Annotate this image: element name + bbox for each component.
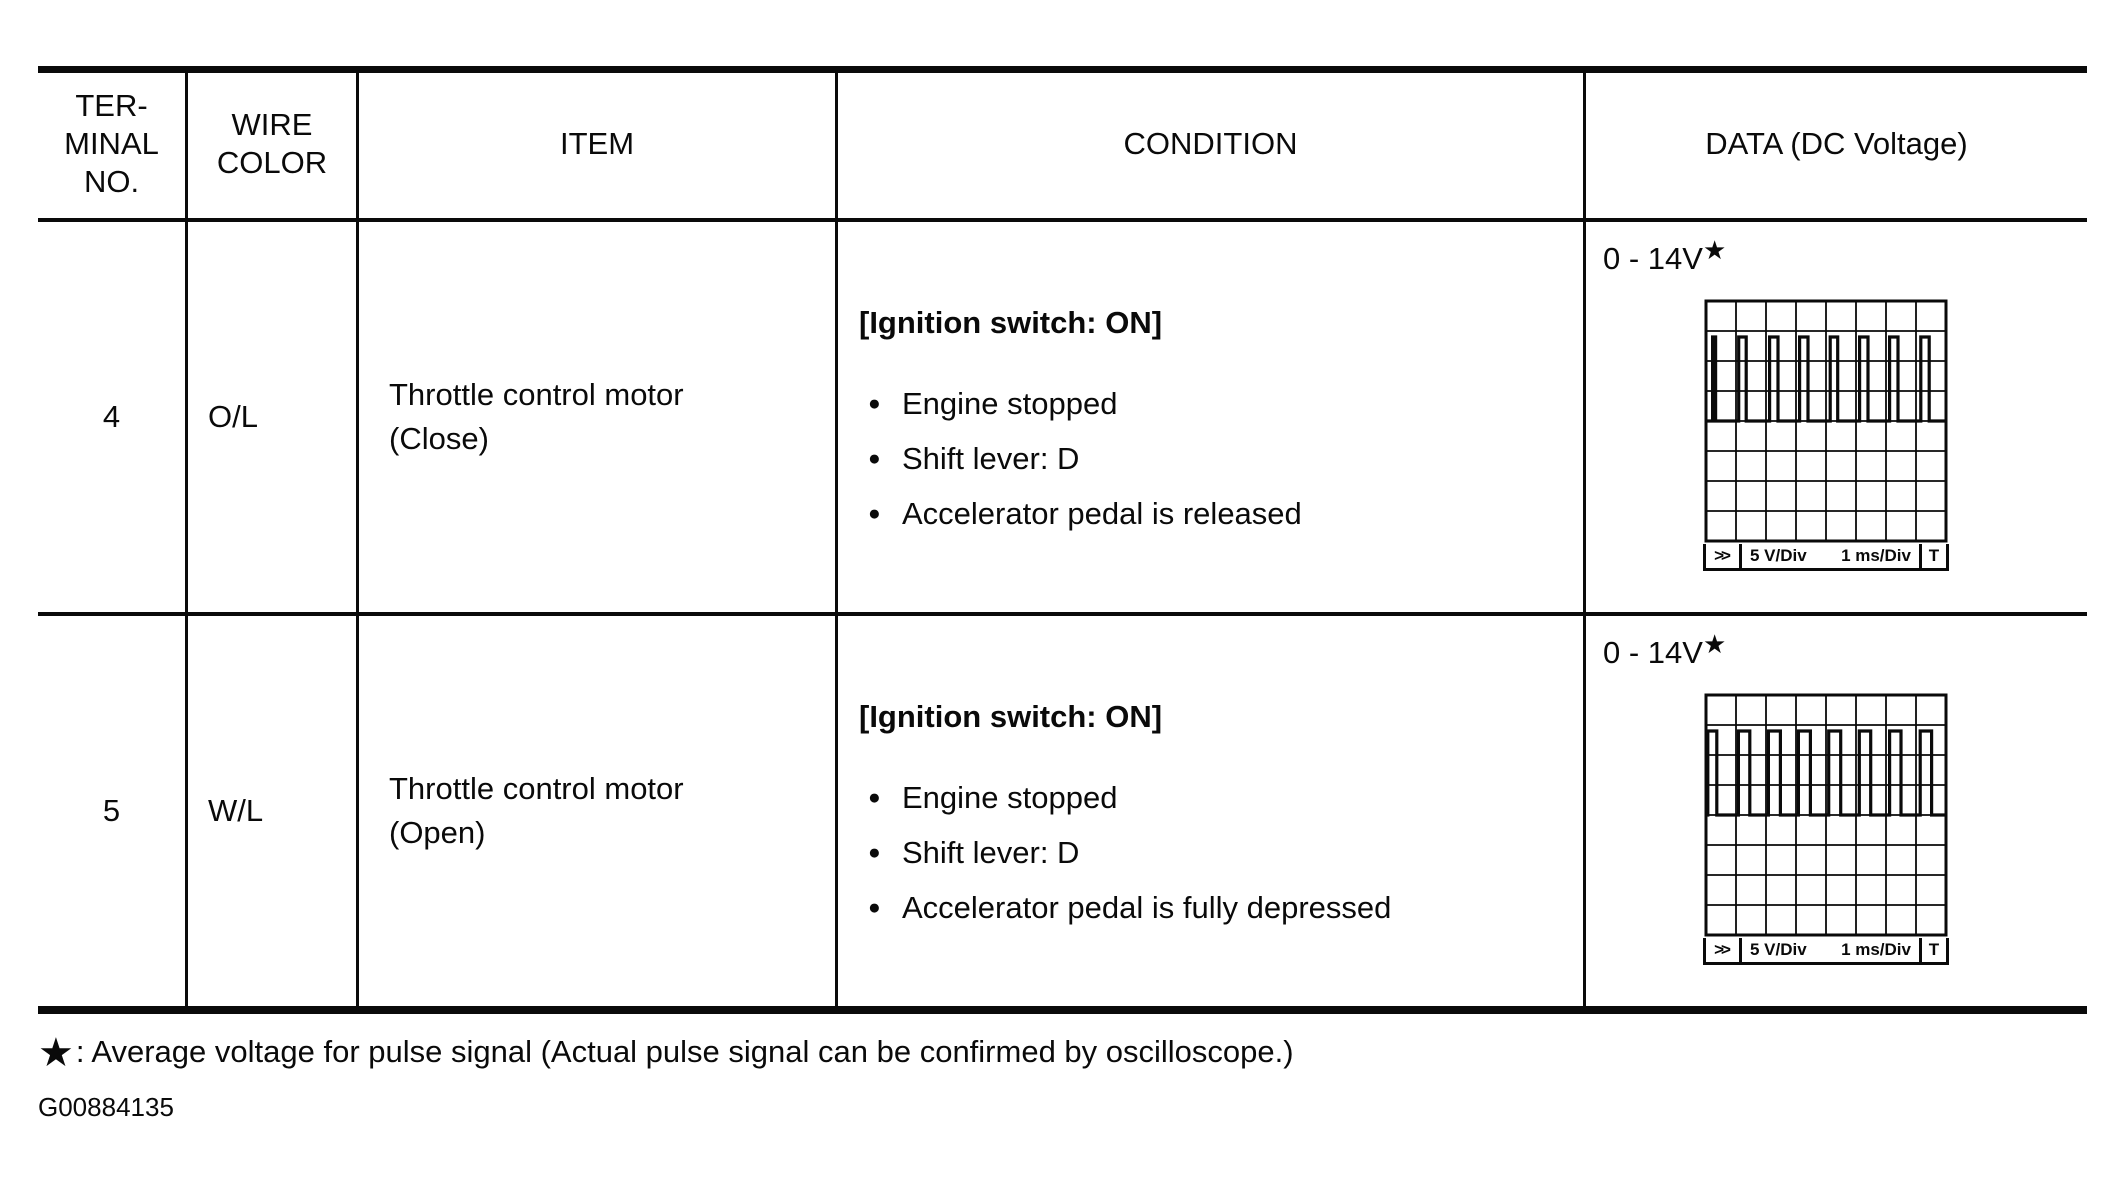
condition-list-item: ● Accelerator pedal is fully depressed: [859, 889, 1603, 925]
col-header-terminal-no: TER- MINAL NO.: [64, 88, 159, 199]
oscilloscope-capture: >> 5 V/Div 1 ms/Div T: [1703, 298, 1949, 571]
voltage-range-text: 0 - 14V: [1603, 241, 1703, 276]
oscilloscope-capture: >> 5 V/Div 1 ms/Div T: [1703, 692, 1949, 965]
bullet-icon: ●: [868, 785, 881, 809]
footnote-text: : Average voltage for pulse signal (Actu…: [75, 1034, 1294, 1069]
wire-color-value: O/L: [208, 399, 258, 434]
condition-list-item: ● Shift lever: D: [859, 834, 1603, 870]
bullet-icon: ●: [868, 446, 881, 470]
scope-time-per-div: 1 ms/Div: [1841, 546, 1911, 565]
bullet-icon: ●: [868, 391, 881, 415]
condition-text: Engine stopped: [902, 385, 1118, 421]
condition-list: ● Engine stopped ● Shift lever: D ● Acce…: [859, 366, 1603, 531]
bullet-icon: ●: [868, 840, 881, 864]
condition-text: Accelerator pedal is released: [902, 495, 1302, 531]
data-cell: 0 - 14V★ >> 5 V/Div 1 ms/Div T: [1586, 616, 2104, 1024]
oscilloscope-scale-bar: >> 5 V/Div 1 ms/Div T: [1703, 544, 1949, 571]
footnote: ★: Average voltage for pulse signal (Act…: [38, 1030, 1294, 1075]
condition-list: ● Engine stopped ● Shift lever: D ● Acce…: [859, 760, 1603, 925]
wire-color-cell: W/L: [188, 616, 376, 1006]
item-text: Throttle control motor (Close): [389, 377, 684, 456]
condition-list-item: ● Accelerator pedal is released: [859, 495, 1603, 531]
column-divider-wire-item: [356, 66, 359, 1014]
condition-text: Accelerator pedal is fully depressed: [902, 889, 1392, 925]
footnote-star-icon: ★: [1702, 235, 1727, 265]
scope-trigger-label: T: [1919, 938, 1946, 962]
condition-title: [Ignition switch: ON]: [859, 698, 1163, 734]
oscilloscope-waveform: [1704, 299, 1948, 543]
scope-volts-per-div: 5 V/Div: [1750, 546, 1807, 565]
condition-text: Engine stopped: [902, 779, 1118, 815]
item-text: Throttle control motor (Open): [389, 771, 684, 850]
col-header-data: DATA (DC Voltage): [1705, 126, 1968, 161]
pulse-waveform: [1706, 729, 1946, 817]
voltage-range: 0 - 14V★: [1603, 235, 2104, 279]
terminal-no-value: 5: [102, 793, 121, 828]
condition-text: Shift lever: D: [902, 440, 1080, 476]
condition-text: Shift lever: D: [902, 834, 1080, 870]
bullet-icon: ●: [868, 895, 881, 919]
column-divider-condition-data: [1583, 66, 1586, 1014]
pulse-waveform: [1706, 335, 1946, 423]
table-bottom-border: [38, 1006, 2087, 1014]
scope-marker-icon: >>: [1706, 938, 1742, 962]
table-header-divider: [38, 218, 2087, 222]
voltage-range-text: 0 - 14V: [1603, 635, 1703, 670]
condition-cell: [Ignition switch: ON] ● Engine stopped ●…: [839, 616, 1603, 1006]
col-header-item: ITEM: [559, 126, 635, 161]
condition-cell: [Ignition switch: ON] ● Engine stopped ●…: [839, 222, 1603, 612]
terminal-no-cell: 4: [38, 222, 185, 612]
footnote-star-icon: ★: [1702, 629, 1727, 659]
table-row-divider: [38, 612, 2087, 616]
scope-time-per-div: 1 ms/Div: [1841, 940, 1911, 959]
col-header-condition: CONDITION: [1123, 126, 1298, 161]
column-divider-item-condition: [835, 66, 838, 1014]
oscilloscope-waveform: [1704, 693, 1948, 937]
wire-color-cell: O/L: [188, 222, 376, 612]
col-header-wire-color: WIRE COLOR: [216, 107, 328, 180]
star-icon: ★: [38, 1031, 74, 1075]
column-divider-terminal-wire: [185, 66, 188, 1014]
condition-list-item: ● Engine stopped: [859, 779, 1603, 815]
condition-title: [Ignition switch: ON]: [859, 304, 1163, 340]
scope-trigger-label: T: [1919, 544, 1946, 568]
voltage-range: 0 - 14V★: [1603, 629, 2104, 673]
oscilloscope-scale-bar: >> 5 V/Div 1 ms/Div T: [1703, 938, 1949, 965]
wire-color-value: W/L: [208, 793, 264, 828]
item-cell: Throttle control motor (Close): [359, 222, 865, 612]
bullet-icon: ●: [868, 501, 881, 525]
terminal-no-value: 4: [102, 399, 121, 434]
condition-list-item: ● Shift lever: D: [859, 440, 1603, 476]
scope-volts-per-div: 5 V/Div: [1750, 940, 1807, 959]
scope-marker-icon: >>: [1706, 544, 1742, 568]
figure-id: G00884135: [38, 1092, 174, 1122]
item-cell: Throttle control motor (Open): [359, 616, 865, 1006]
terminal-no-cell: 5: [38, 616, 185, 1006]
condition-list-item: ● Engine stopped: [859, 385, 1603, 421]
data-cell: 0 - 14V★ >> 5 V/Div 1 ms/Div T: [1586, 222, 2104, 630]
table-top-border: [38, 66, 2087, 73]
